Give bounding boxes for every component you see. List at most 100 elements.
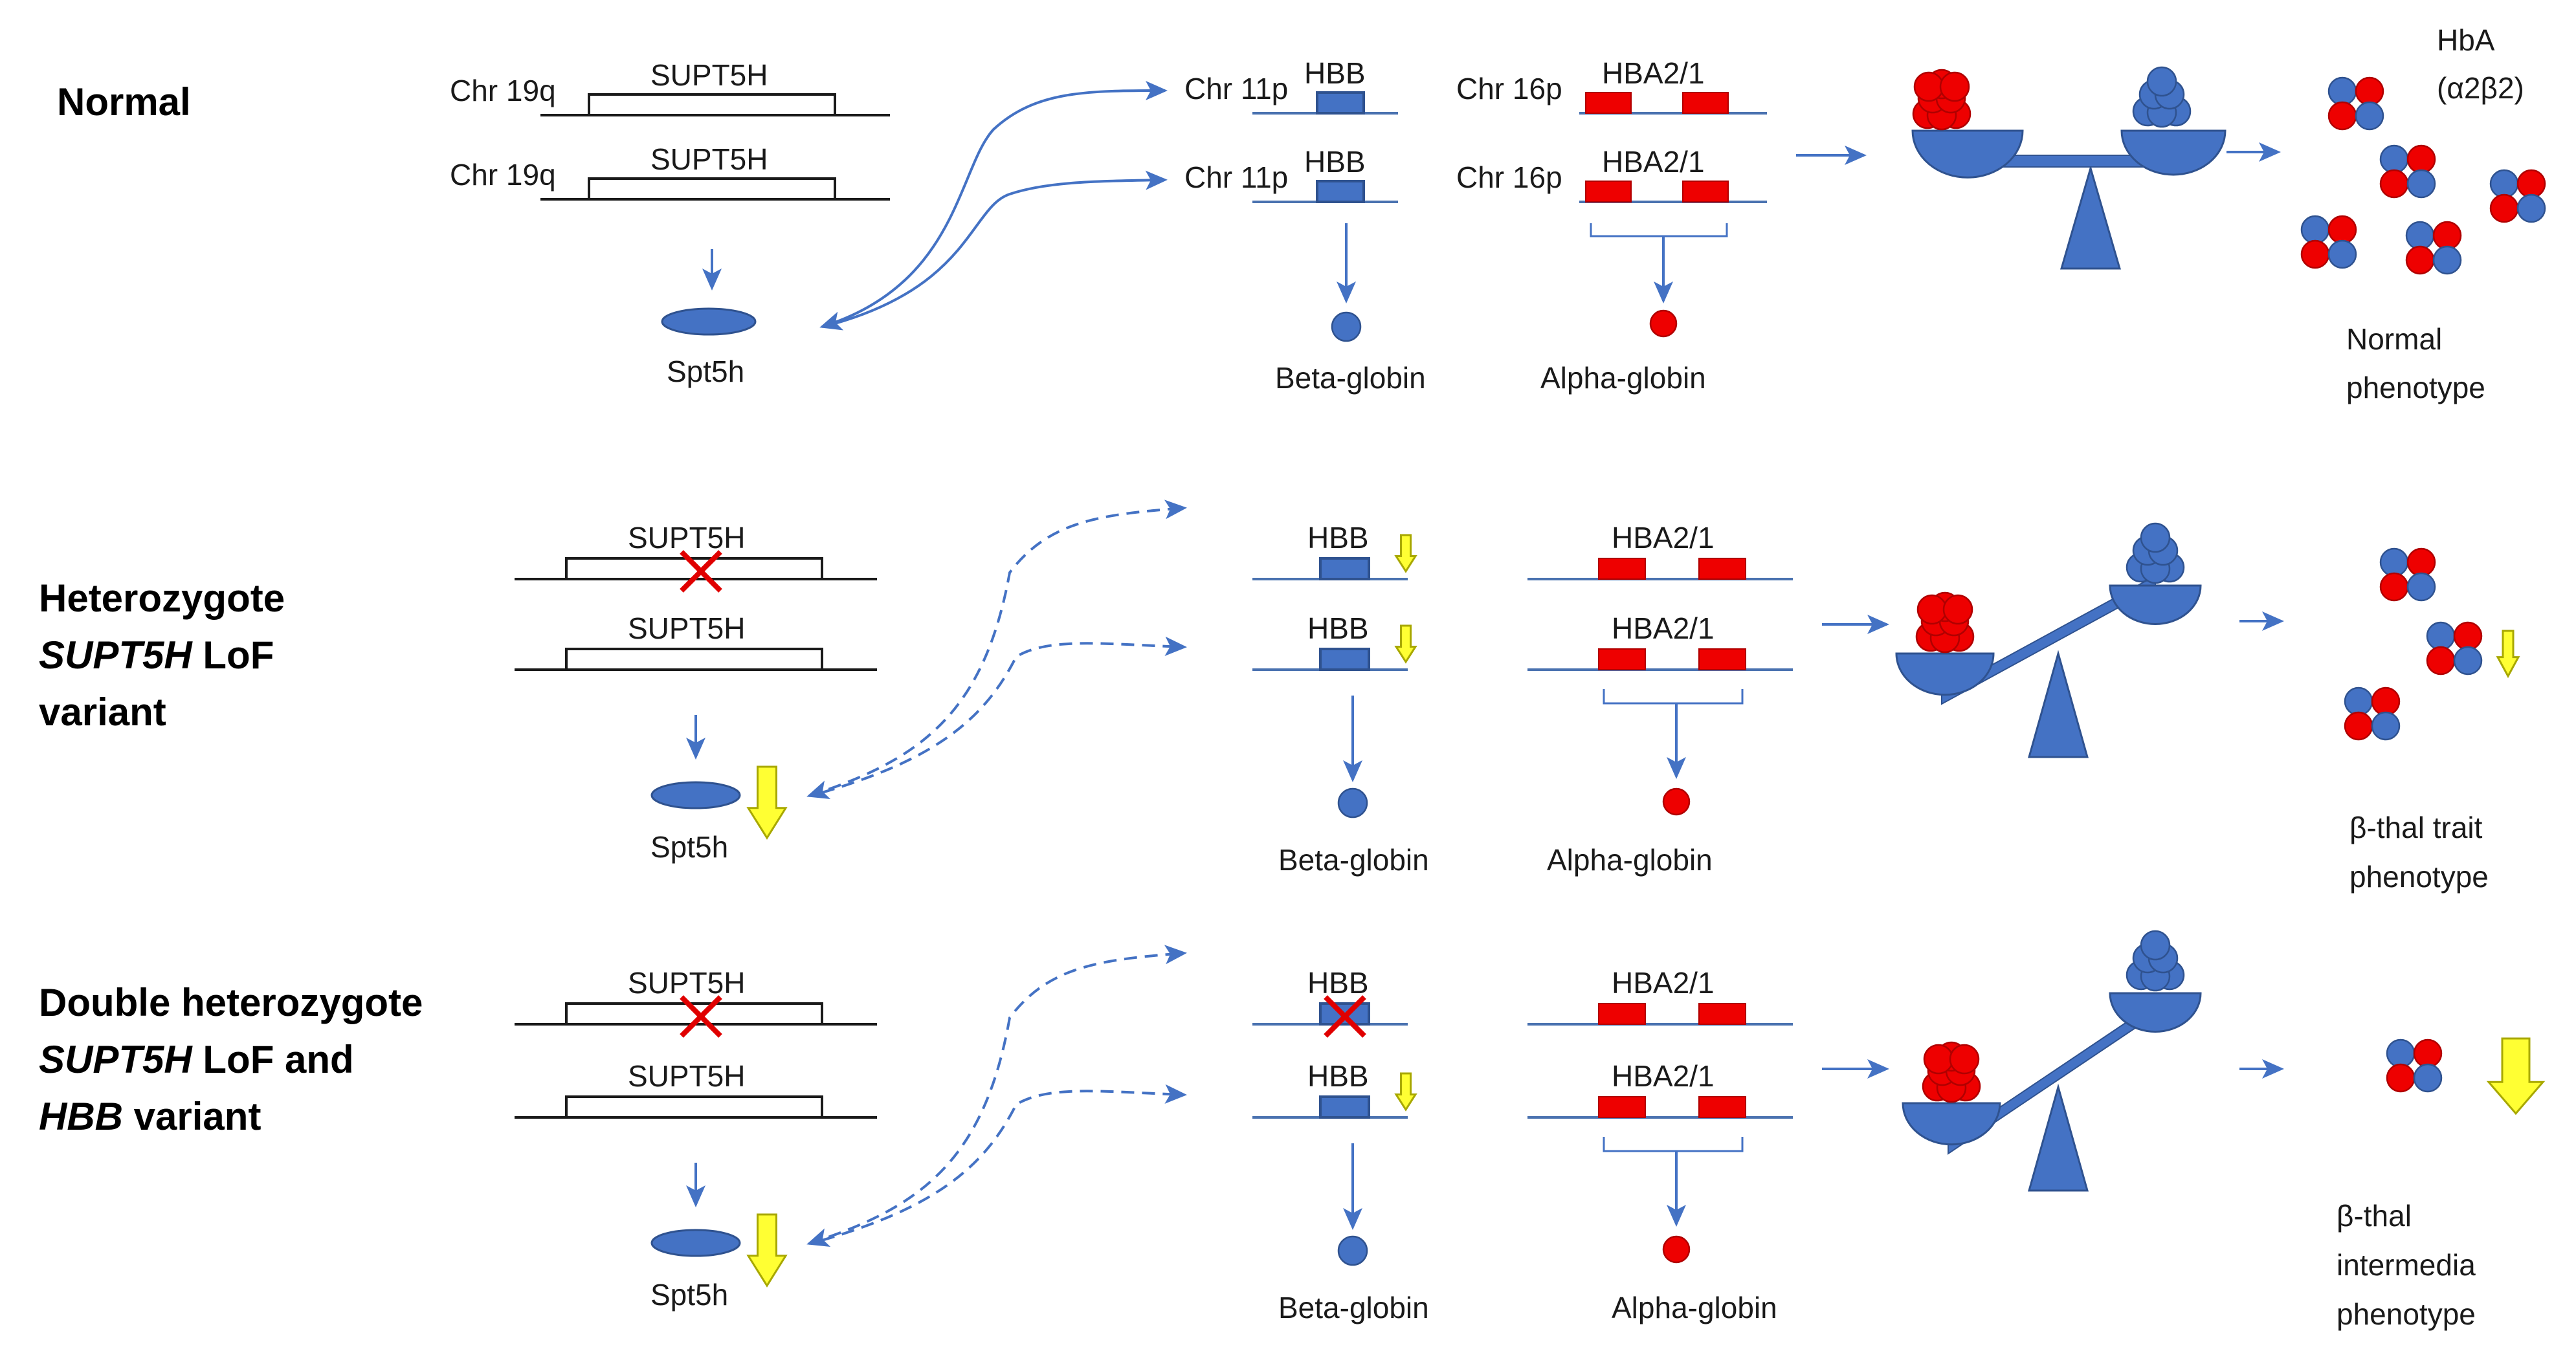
hbb-label: HBB <box>1307 966 1369 1000</box>
supt5h-label: SUPT5H <box>650 58 768 92</box>
globin-balance-scale <box>1911 66 2226 270</box>
phenotype-label: intermedia <box>2337 1248 2476 1282</box>
beta-globin-label: Beta-globin <box>1278 1291 1429 1324</box>
alpha-subunit <box>2453 621 2483 651</box>
arrow-spt5h-to-hbb-upper <box>806 945 1187 1247</box>
beta-globin-label: Beta-globin <box>1275 361 1426 395</box>
blue-ball <box>2140 522 2171 553</box>
row-title-span: Normal <box>57 80 191 124</box>
balance-pan-left <box>1902 1102 2001 1146</box>
hbb-label: HBB <box>1307 611 1369 645</box>
arrow-spt5h-to-hbb-lower <box>834 170 1168 325</box>
blue-ball <box>2146 66 2177 97</box>
alpha-globin-protein <box>1662 1235 1691 1264</box>
beta-globin-cluster <box>2126 522 2185 584</box>
supt5h-locus: SUPT5H <box>515 521 877 593</box>
beta-subunit <box>2405 221 2435 250</box>
beta-subunit <box>2379 144 2409 174</box>
hba-tetramer <box>2386 1038 2443 1093</box>
alpha-globin-protein <box>1649 309 1678 338</box>
row-title-line: SUPT5H LoF and <box>39 1038 354 1081</box>
beta-globin-label: Beta-globin <box>1278 843 1429 877</box>
balance-fulcrum <box>2028 1083 2089 1192</box>
row-heterozygote: SUPT5H SUPT5H Spt5h HBB HBB Beta-globin HBA2/1… <box>515 500 2520 894</box>
phenotype-label: phenotype <box>2337 1297 2476 1331</box>
beta-subunit <box>2379 547 2409 577</box>
row-title-span: Double heterozygote <box>39 981 423 1024</box>
alpha-subunit <box>2426 646 2456 676</box>
phenotype-label: phenotype <box>2349 860 2489 894</box>
hba-bracket <box>1590 223 1728 237</box>
hbb-label: HBB <box>1307 521 1369 555</box>
beta-subunit <box>2386 1038 2415 1068</box>
hba-tetramer <box>2344 686 2401 741</box>
hbb-decrease-arrow <box>1394 534 1417 573</box>
alpha-subunit <box>2516 169 2546 199</box>
alpha-subunit <box>2300 239 2330 269</box>
hba-title: HbA <box>2437 23 2495 57</box>
gene-box <box>1316 180 1365 203</box>
arrow-spt5h-to-hbb-lower <box>821 636 1187 794</box>
hba1-gene-box <box>1682 181 1729 203</box>
hbb-locus: HBB <box>1252 966 1408 1038</box>
red-ball <box>1916 594 1948 625</box>
hba-tetramer <box>2379 144 2436 199</box>
spt5h-decrease-arrow <box>746 1213 788 1288</box>
hba2-gene-box <box>1598 648 1646 670</box>
hba2-gene-box <box>1598 1003 1646 1025</box>
alpha-globin-cluster <box>1912 69 1971 131</box>
gene-box <box>565 1095 823 1119</box>
alpha-subunit <box>2379 169 2409 199</box>
spt5h-label: Spt5h <box>667 355 744 388</box>
alpha-subunit <box>2432 221 2462 250</box>
alpha-subunit <box>2355 76 2384 106</box>
alpha-subunit <box>2327 101 2357 131</box>
gene-box <box>1319 648 1370 671</box>
hbb-variant-mark <box>1324 995 1366 1038</box>
beta-subunit <box>2432 245 2462 275</box>
hba-tetramer <box>2426 621 2483 676</box>
alpha-globin-cluster <box>1915 591 1975 654</box>
supt5h-label: SUPT5H <box>650 142 768 176</box>
hba-label: HBA2/1 <box>1602 145 1705 179</box>
hba2-gene-box <box>1598 1096 1646 1118</box>
row-title-line: Normal <box>57 80 191 124</box>
hba-formula: (α2β2) <box>2437 71 2524 105</box>
chr16p-label: Chr 16p <box>1456 72 1562 105</box>
red-cross-stroke <box>680 550 722 593</box>
hba-locus: HBA2/1 <box>1527 1059 1793 1119</box>
spt5h-label: Spt5h <box>650 1278 728 1312</box>
supt5h-lof-mark <box>680 995 722 1038</box>
alpha-globin-cluster <box>1922 1041 1981 1103</box>
spt5h-protein <box>661 307 757 336</box>
supt5h-locus: SUPT5H <box>515 1059 877 1119</box>
balance-pan-right <box>2120 129 2226 176</box>
beta-subunit <box>2344 686 2373 716</box>
hba1-gene-box <box>1698 1003 1746 1025</box>
hba-label: HBA2/1 <box>1612 1059 1715 1093</box>
chr19q-label: Chr 19q <box>450 158 556 192</box>
beta-subunit <box>2327 239 2357 269</box>
beta-subunit <box>2413 1063 2443 1093</box>
gene-box <box>588 93 836 116</box>
blue-ball <box>2140 930 2171 961</box>
hba-locus: HBA2/1 <box>1527 521 1793 580</box>
gene-box <box>1319 1095 1370 1119</box>
row-title-line: SUPT5H LoF <box>39 633 274 677</box>
red-ball <box>1913 71 1944 102</box>
hbb-label: HBB <box>1304 145 1366 179</box>
alpha-globin-label: Alpha-globin <box>1612 1291 1777 1324</box>
hba-locus: HBA2/1 <box>1527 611 1793 671</box>
gene-box <box>588 177 836 201</box>
hba2-gene-box <box>1598 558 1646 580</box>
beta-subunit <box>2300 215 2330 245</box>
spt5h-label: Spt5h <box>650 830 728 864</box>
row-title-line: Heterozygote <box>39 577 285 620</box>
supt5h-label: SUPT5H <box>628 611 745 645</box>
hba-tetramer <box>2489 169 2546 223</box>
alpha-subunit <box>2371 686 2401 716</box>
row-title-span: SUPT5H <box>39 633 193 677</box>
